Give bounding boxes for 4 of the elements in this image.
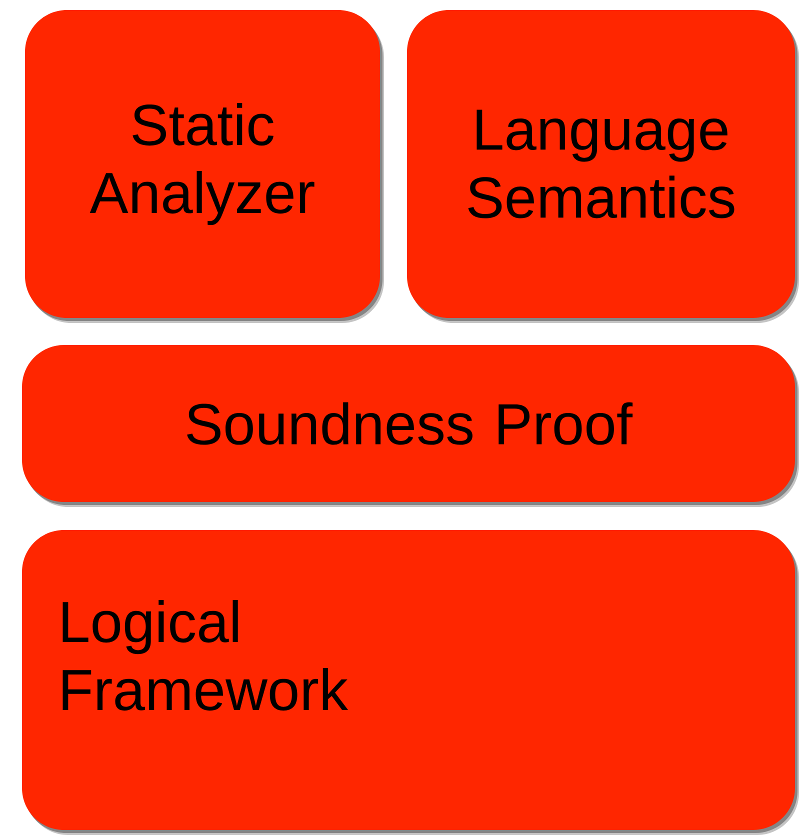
layer-box: Logical Framework [22,530,799,835]
layer-box: Language Semantics [407,10,799,323]
layer-box: Soundness Proof [22,345,799,507]
layer-box: Static Analyzer [25,10,384,323]
